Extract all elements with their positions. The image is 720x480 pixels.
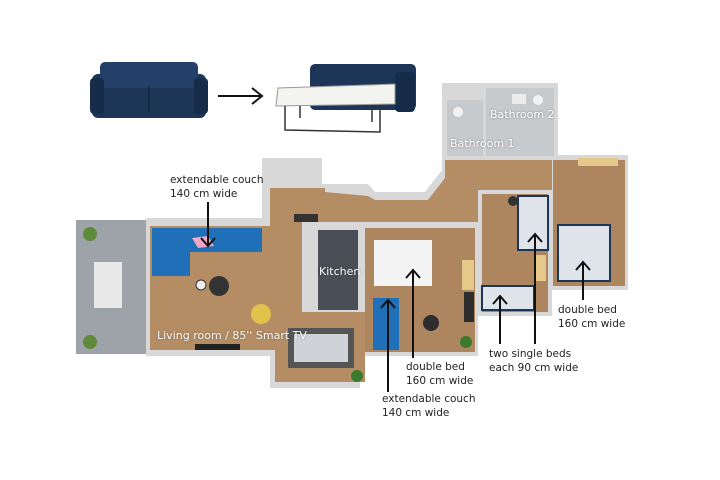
arrow-icon <box>405 268 421 358</box>
room-label-living-room: Living room / 85'' Smart TV <box>157 329 307 342</box>
annotation-living-couch: extendable couch 140 cm wide <box>170 173 263 201</box>
arrow-icon <box>200 202 216 248</box>
bedroom-1-furniture <box>373 240 474 350</box>
bathrooms <box>447 88 554 156</box>
sofa-bed-illustration <box>275 64 416 133</box>
annotation-line: each 90 cm wide <box>489 362 579 374</box>
bedroom-2-furniture <box>481 195 549 311</box>
arrow-icon <box>492 294 508 344</box>
annotation-line: extendable couch <box>170 174 264 186</box>
arrow-icon <box>527 232 543 344</box>
annotation-line: extendable couch <box>382 393 476 405</box>
annotation-line: 140 cm wide <box>170 188 238 200</box>
annotation-line: 140 cm wide <box>382 407 450 419</box>
wood-floor <box>150 160 625 382</box>
sofa-closed-illustration <box>90 62 208 118</box>
annotation-bedroom1-couch: extendable couch 140 cm wide <box>382 392 475 420</box>
annotation-line: double bed <box>558 304 617 316</box>
arrow-icon <box>575 260 591 300</box>
annotation-bedroom2-beds: two single beds each 90 cm wide <box>489 347 578 375</box>
annotation-line: 160 cm wide <box>406 375 474 387</box>
annotation-line: two single beds <box>489 348 572 360</box>
terrace <box>76 220 146 354</box>
annotation-line: double bed <box>406 361 465 373</box>
room-label-kitchen: Kitchen <box>319 265 361 278</box>
room-label-bathroom-2: Bathroom 2 <box>490 108 555 121</box>
annotation-line: 160 cm wide <box>558 318 626 330</box>
room-label-bathroom-1: Bathroom 1 <box>450 137 515 150</box>
kitchen-area <box>294 214 362 312</box>
annotation-bedroom3-bed: double bed 160 cm wide <box>558 303 625 331</box>
arrow-icon <box>380 298 396 392</box>
arrow-icon <box>218 87 264 105</box>
annotation-arrows <box>200 202 591 392</box>
annotation-bedroom1-bed: double bed 160 cm wide <box>406 360 473 388</box>
